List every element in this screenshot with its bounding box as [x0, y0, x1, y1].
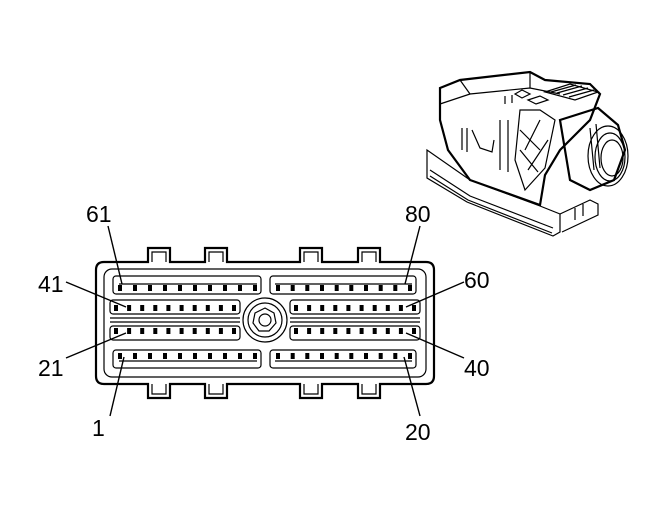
- terminal-cavity: [114, 305, 118, 311]
- terminal-cavity: [208, 285, 212, 291]
- pin-label-61: 61: [86, 201, 112, 227]
- terminal-cavity: [218, 328, 223, 334]
- terminal-cavity: [153, 328, 158, 334]
- pin-labels: 61 80 41 60 21 40 1 20: [38, 201, 490, 445]
- terminal-cavity: [408, 353, 412, 359]
- leader-lines: [65, 225, 465, 417]
- terminal-cavity: [118, 285, 122, 291]
- terminal-cavity: [253, 353, 257, 359]
- terminal-cavity: [320, 285, 324, 291]
- terminal-cavity: [179, 328, 184, 334]
- terminal-cavity: [294, 305, 298, 311]
- terminal-cavity: [378, 353, 383, 359]
- terminal-cavity: [133, 285, 137, 291]
- terminal-cavity: [179, 305, 184, 311]
- terminal-cavity: [193, 353, 197, 359]
- pin-label-60: 60: [464, 267, 490, 293]
- terminal-cavity: [153, 305, 158, 311]
- terminal-cavity: [385, 328, 390, 334]
- terminal-cavity: [359, 328, 364, 334]
- terminal-cavity: [294, 328, 298, 334]
- terminal-cavity: [218, 305, 223, 311]
- terminal-cavity: [359, 305, 364, 311]
- terminal-cavity: [385, 305, 390, 311]
- terminal-cavity: [166, 305, 171, 311]
- terminal-cavity: [223, 353, 227, 359]
- pin-label-80: 80: [405, 201, 431, 227]
- terminal-cavity: [193, 285, 197, 291]
- pin-label-21: 21: [38, 355, 64, 381]
- terminal-cavity: [346, 328, 351, 334]
- terminal-cavity: [205, 328, 210, 334]
- terminal-cavity: [333, 328, 338, 334]
- terminal-cavity: [364, 353, 368, 359]
- terminal-cavity: [140, 328, 145, 334]
- terminal-cavity: [178, 353, 182, 359]
- terminal-cavity: [166, 328, 171, 334]
- terminal-cavity: [163, 353, 167, 359]
- terminal-cavity: [276, 285, 280, 291]
- terminal-cavity: [412, 328, 416, 334]
- terminal-cavity: [334, 285, 339, 291]
- terminal-cavity: [290, 353, 295, 359]
- terminal-cavity: [148, 353, 152, 359]
- terminal-cavity: [223, 285, 227, 291]
- pin-label-41: 41: [38, 271, 64, 297]
- terminal-cavity: [393, 285, 398, 291]
- terminal-cavity: [378, 285, 383, 291]
- terminal-cavity: [412, 305, 416, 311]
- terminal-cavity: [253, 285, 257, 291]
- terminal-cavity: [232, 328, 236, 334]
- terminal-cavity: [307, 305, 312, 311]
- connector-face-view: [94, 246, 436, 400]
- terminal-cavity: [393, 353, 398, 359]
- terminal-cavity: [398, 305, 403, 311]
- terminal-cavity: [307, 328, 312, 334]
- terminal-cavity: [276, 353, 280, 359]
- terminal-cavity: [127, 305, 132, 311]
- terminal-cavity: [163, 285, 167, 291]
- terminal-cavity: [346, 305, 351, 311]
- terminal-cavity: [208, 353, 212, 359]
- terminal-cavity: [114, 328, 118, 334]
- terminal-cavity: [334, 353, 339, 359]
- terminal-cavity: [305, 353, 310, 359]
- pin-label-40: 40: [464, 355, 490, 381]
- terminal-cavity: [205, 305, 210, 311]
- terminal-cavity: [178, 285, 182, 291]
- terminal-cavity: [372, 305, 377, 311]
- terminal-cavity: [238, 353, 242, 359]
- terminal-cavity: [232, 305, 236, 311]
- terminal-cavity: [320, 305, 325, 311]
- terminal-cavity: [127, 328, 132, 334]
- terminal-cavity: [320, 328, 325, 334]
- terminal-cavity: [364, 285, 368, 291]
- connector-3d-view: [426, 70, 629, 237]
- terminal-cavity: [349, 285, 354, 291]
- terminal-cavity: [320, 353, 324, 359]
- terminal-cavities: [114, 285, 416, 359]
- terminal-cavity: [140, 305, 145, 311]
- terminal-cavity: [133, 353, 137, 359]
- terminal-cavity: [192, 328, 197, 334]
- terminal-cavity: [148, 285, 152, 291]
- terminal-cavity: [349, 353, 354, 359]
- terminal-cavity: [118, 353, 122, 359]
- terminal-cavity: [305, 285, 310, 291]
- terminal-cavity: [290, 285, 295, 291]
- terminal-cavity: [238, 285, 242, 291]
- terminal-cavity: [398, 328, 403, 334]
- terminal-cavity: [408, 285, 412, 291]
- pin-label-20: 20: [405, 419, 431, 445]
- terminal-cavity: [192, 305, 197, 311]
- terminal-cavity: [333, 305, 338, 311]
- terminal-cavity: [372, 328, 377, 334]
- pin-label-1: 1: [92, 415, 105, 441]
